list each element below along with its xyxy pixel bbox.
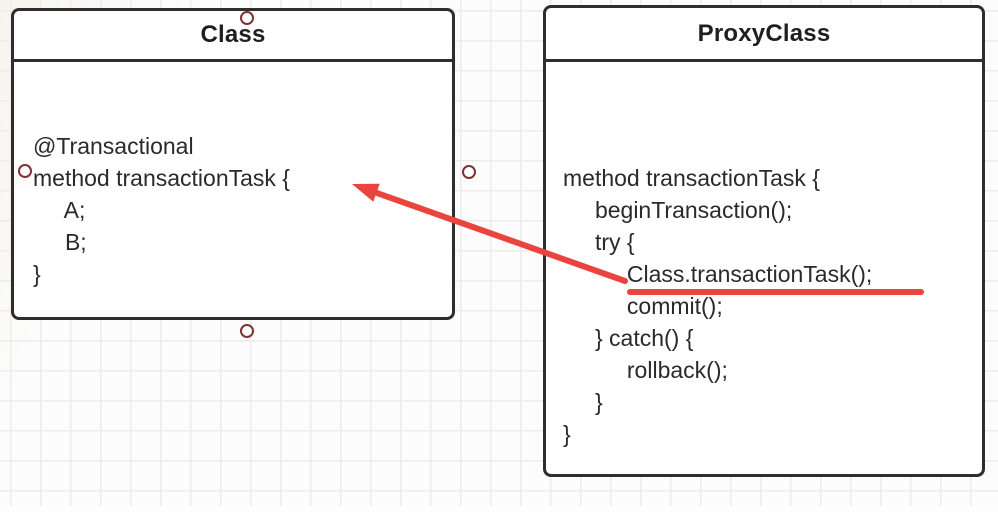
code-line: }	[33, 261, 41, 287]
proxyclass-box-title: ProxyClass	[546, 8, 982, 62]
connection-handle-left[interactable]	[18, 164, 32, 178]
connection-handle-bottom[interactable]	[240, 324, 254, 338]
class-box-title: Class	[14, 11, 452, 62]
code-line: try {	[563, 229, 635, 255]
class-box-code: @Transactional method transactionTask { …	[14, 62, 452, 290]
connection-handle-right[interactable]	[462, 165, 476, 179]
canvas-bottom-margin	[0, 506, 998, 518]
code-line: rollback();	[563, 357, 728, 383]
proxyclass-box[interactable]: ProxyClass method transactionTask { begi…	[543, 5, 985, 477]
code-line: commit();	[563, 293, 723, 319]
red-underline-annotation[interactable]	[627, 289, 924, 295]
class-box[interactable]: Class @Transactional method transactionT…	[11, 8, 476, 338]
code-line: A;	[33, 197, 86, 223]
code-line: }	[563, 389, 603, 415]
connection-handle-top[interactable]	[240, 11, 254, 25]
proxyclass-box-code: method transactionTask { beginTransactio…	[546, 62, 982, 450]
code-line: }	[563, 421, 571, 447]
code-line-highlighted: Class.transactionTask();	[563, 261, 873, 287]
code-line: beginTransaction();	[563, 197, 793, 223]
code-line: method transactionTask {	[33, 165, 290, 191]
code-line: @Transactional	[33, 133, 194, 159]
code-line: method transactionTask {	[563, 165, 820, 191]
code-line: B;	[33, 229, 87, 255]
code-line: } catch() {	[563, 325, 694, 351]
